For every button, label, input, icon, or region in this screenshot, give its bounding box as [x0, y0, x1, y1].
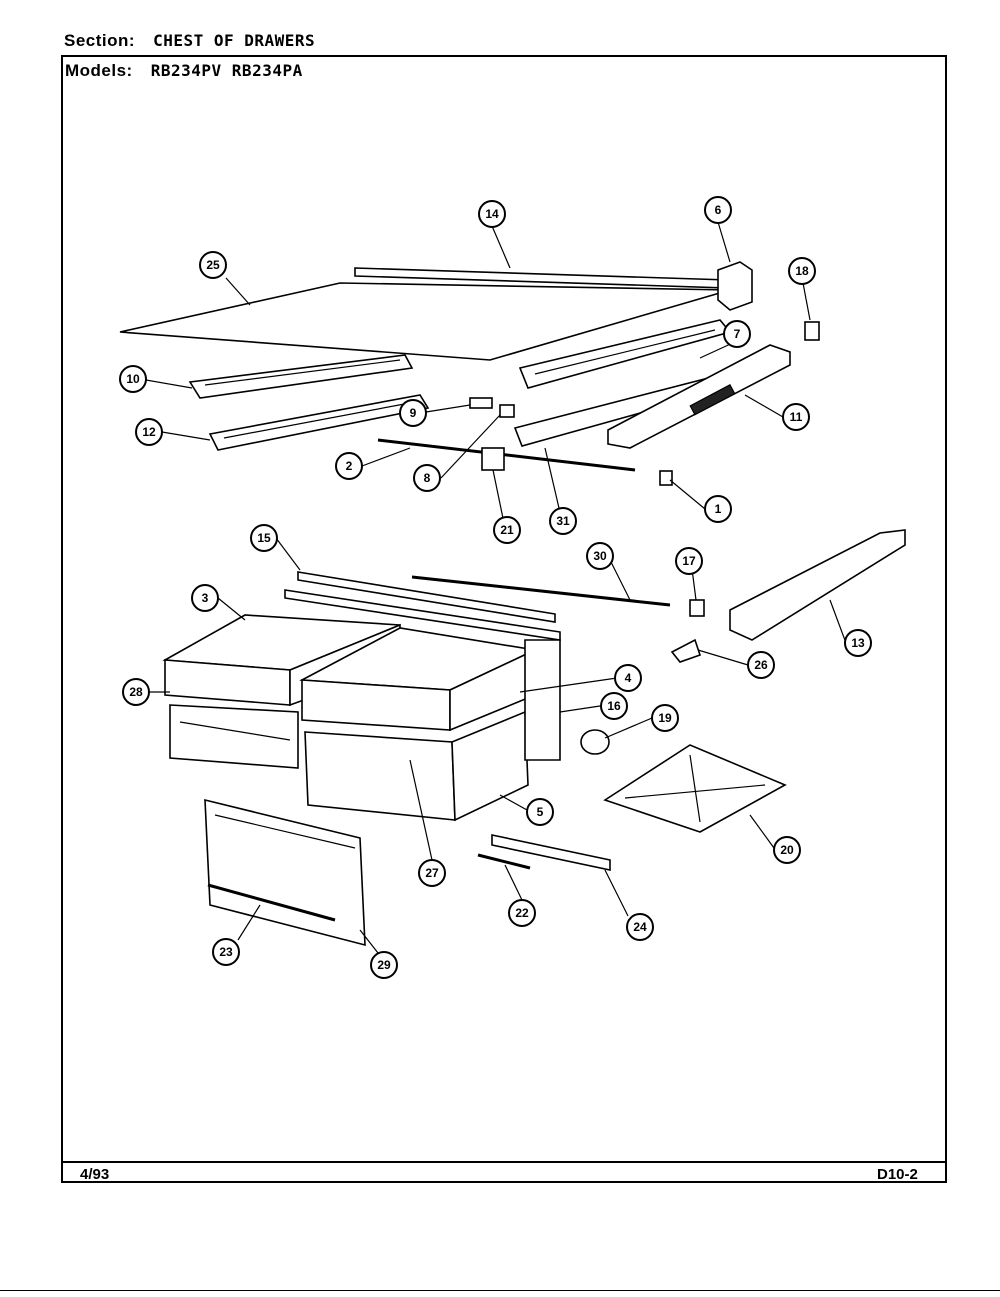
callout-label: 22	[515, 906, 529, 920]
clip-part-18	[804, 321, 820, 341]
callout-label: 4	[625, 671, 632, 685]
models-value: RB234PV RB234PA	[150, 61, 303, 80]
callout-30: 30	[586, 542, 614, 570]
callout-label: 14	[485, 207, 499, 221]
small-part-21	[481, 447, 505, 471]
section-label: Section:	[64, 31, 136, 50]
small-part-8	[499, 404, 515, 418]
callout-31: 31	[549, 507, 577, 535]
callout-label: 5	[537, 805, 544, 819]
callout-1: 1	[704, 495, 732, 523]
callout-label: 10	[126, 372, 140, 386]
callout-label: 23	[219, 945, 233, 959]
footer-divider	[61, 1161, 947, 1163]
footer-page-code: D10-2	[877, 1166, 918, 1183]
callout-label: 3	[202, 591, 209, 605]
callout-label: 24	[633, 920, 647, 934]
callout-label: 26	[754, 658, 768, 672]
callout-18: 18	[788, 257, 816, 285]
callout-label: 18	[795, 264, 809, 278]
callout-label: 25	[206, 258, 220, 272]
callout-22: 22	[508, 899, 536, 927]
panel-part-29	[204, 798, 366, 947]
bar-part-24	[491, 834, 611, 871]
right-rail-part	[607, 344, 791, 449]
callout-17: 17	[675, 547, 703, 575]
callout-16: 16	[600, 692, 628, 720]
callout-label: 7	[734, 327, 741, 341]
rod-part-30	[411, 575, 671, 607]
section-header: Section: CHEST OF DRAWERS	[64, 31, 315, 51]
callout-label: 19	[658, 711, 672, 725]
callout-2: 2	[335, 452, 363, 480]
callout-label: 27	[425, 866, 439, 880]
clip-part-1	[659, 470, 673, 486]
callout-10: 10	[119, 365, 147, 393]
callout-21: 21	[493, 516, 521, 544]
callout-label: 13	[851, 636, 865, 650]
callout-29: 29	[370, 951, 398, 979]
models-label: Models:	[65, 61, 133, 80]
strip-part-22	[477, 853, 531, 870]
callout-label: 1	[715, 502, 722, 516]
callout-26: 26	[747, 651, 775, 679]
callout-label: 21	[500, 523, 514, 537]
bottom-rule	[0, 1290, 1000, 1291]
callout-label: 20	[780, 843, 794, 857]
callout-19: 19	[651, 704, 679, 732]
callout-27: 27	[418, 859, 446, 887]
diagram-frame	[61, 55, 947, 1183]
callout-label: 12	[142, 425, 156, 439]
clip-part-17	[689, 599, 705, 617]
footer-date: 4/93	[80, 1166, 110, 1183]
left-upper-slide-part	[188, 354, 414, 399]
callout-label: 17	[682, 554, 696, 568]
strip-part-23	[207, 883, 336, 922]
callout-label: 16	[607, 699, 621, 713]
right-rail-part-13	[729, 529, 906, 641]
callout-9: 9	[399, 399, 427, 427]
models-header: Models: RB234PV RB234PA	[65, 61, 303, 81]
callout-3: 3	[191, 584, 219, 612]
callout-28: 28	[122, 678, 150, 706]
rod-part-2	[377, 438, 636, 472]
section-value: CHEST OF DRAWERS	[153, 31, 316, 50]
small-part-19	[580, 729, 610, 755]
callout-label: 30	[593, 549, 607, 563]
callout-25: 25	[199, 251, 227, 279]
callout-label: 31	[556, 514, 570, 528]
callout-label: 28	[129, 685, 143, 699]
callout-8: 8	[413, 464, 441, 492]
callout-4: 4	[614, 664, 642, 692]
callout-5: 5	[526, 798, 554, 826]
front-rail-part-15	[297, 571, 556, 623]
callout-7: 7	[723, 320, 751, 348]
callout-label: 11	[790, 410, 803, 424]
callout-12: 12	[135, 418, 163, 446]
callout-24: 24	[626, 913, 654, 941]
callout-label: 2	[346, 459, 353, 473]
callout-15: 15	[250, 524, 278, 552]
callout-13: 13	[844, 629, 872, 657]
callout-20: 20	[773, 836, 801, 864]
small-part-26	[670, 638, 702, 663]
callout-label: 15	[257, 531, 271, 545]
callout-label: 6	[715, 203, 722, 217]
lower-right-drawer-part	[304, 731, 456, 821]
callout-23: 23	[212, 938, 240, 966]
callout-label: 9	[410, 406, 417, 420]
corner-block-part	[717, 261, 753, 311]
callout-label: 8	[424, 471, 431, 485]
callout-6: 6	[704, 196, 732, 224]
left-lower-slide-part	[208, 394, 430, 451]
callout-14: 14	[478, 200, 506, 228]
callout-label: 29	[377, 958, 391, 972]
lower-left-drawer-part	[169, 704, 299, 769]
callout-11: 11	[782, 403, 810, 431]
small-part-9	[469, 397, 493, 409]
frame-part-16	[524, 639, 561, 761]
